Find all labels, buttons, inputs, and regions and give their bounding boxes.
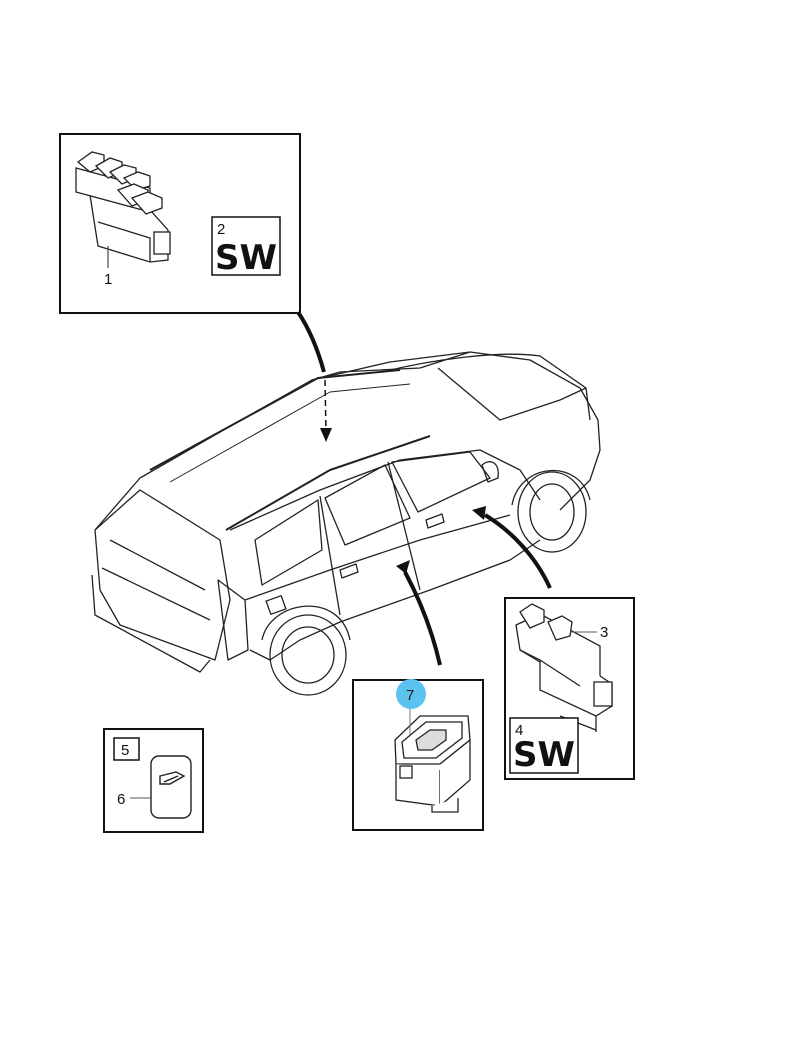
vehicle-illustration [91,351,601,696]
single-switch-drawing [150,755,192,819]
box-rear-door-switch[interactable]: 7 [352,679,484,831]
callout-5: 5 [121,742,129,759]
sw-text-2: SW [215,238,277,278]
label-box-5: 5 [113,737,140,761]
box-master-switch[interactable]: 1 2 SW [59,133,301,314]
box-passenger-switch[interactable]: 3 4 SW [504,597,635,780]
callout-2: 2 [217,221,225,238]
sw-label-box-2: 2 SW [211,216,281,278]
callout-7-highlight[interactable] [396,679,426,709]
master-switch-drawing [75,151,171,268]
arrow-front-door-to-switch [472,506,552,589]
rear-switch-drawing [394,715,471,813]
arrow-rear-door-to-switch [396,560,442,666]
arrow-master-to-car [296,310,332,442]
callout-1: 1 [104,271,112,288]
sw-text-4: SW [513,735,575,775]
sw-label-box-4: 4 SW [509,717,579,775]
callout-6: 6 [117,791,125,808]
box-single-switch[interactable]: 5 6 [103,728,204,833]
callout-3: 3 [600,624,608,641]
callout-4: 4 [515,722,523,739]
passenger-switch-drawing [515,603,613,732]
callout-7: 7 [406,687,414,704]
